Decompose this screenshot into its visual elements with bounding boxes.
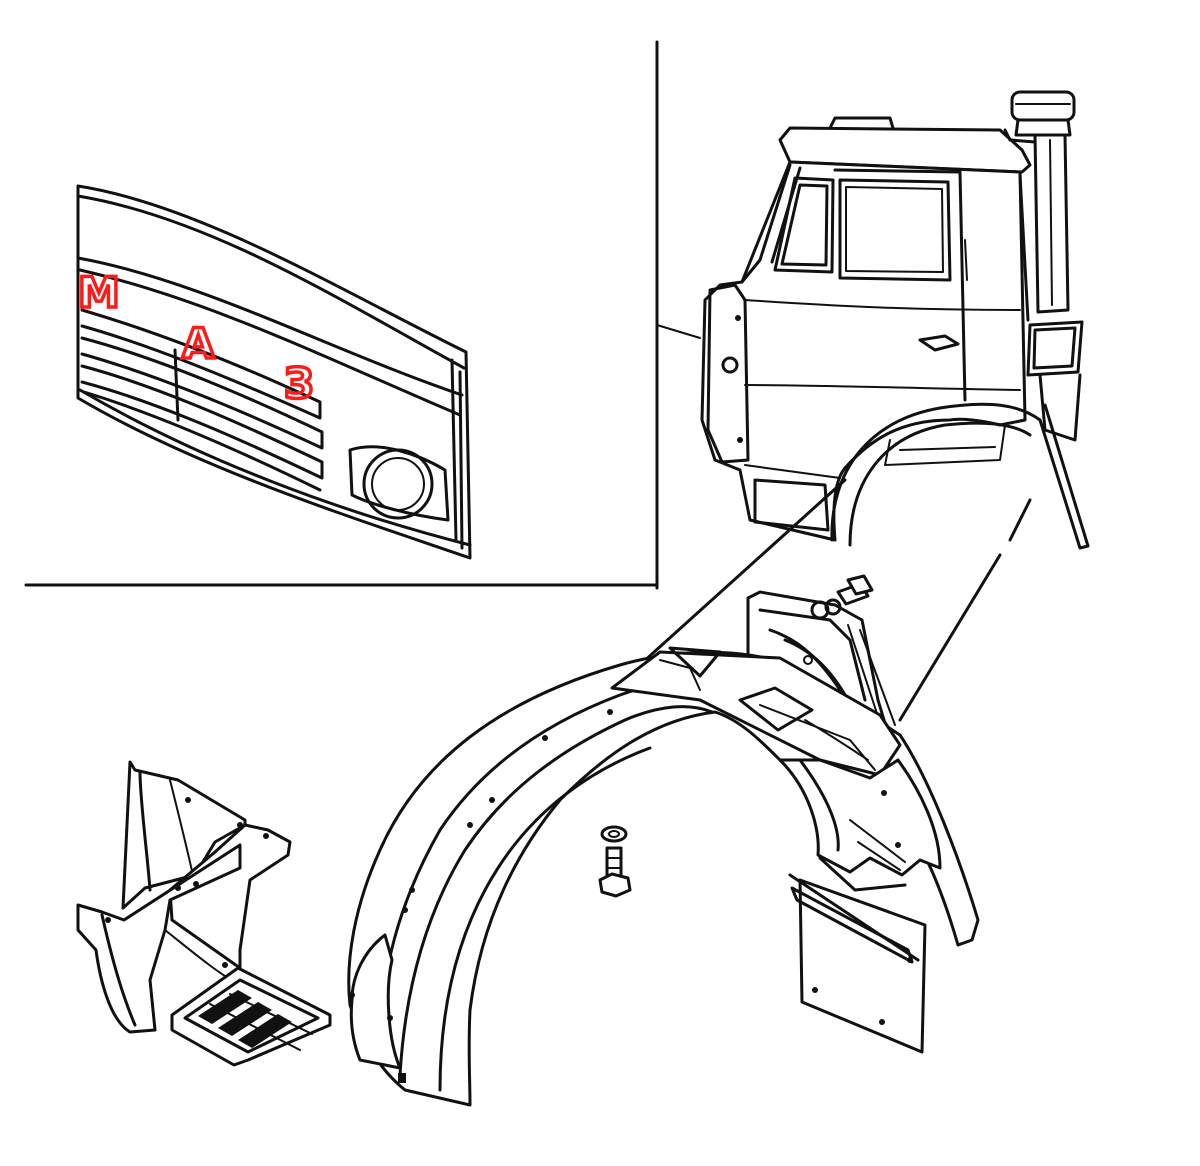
grille-letter-a: А bbox=[182, 319, 215, 368]
air-intake-pipe bbox=[1003, 90, 1076, 314]
grille-letter-z: З bbox=[284, 359, 314, 408]
bolt-and-washer bbox=[836, 574, 874, 606]
mud-flap bbox=[788, 873, 927, 1054]
front-grille-panel: М А З bbox=[76, 184, 472, 560]
fog-lamp bbox=[348, 445, 450, 522]
grille-letter-m: М bbox=[78, 268, 120, 317]
truck-cab bbox=[700, 90, 1090, 550]
step-tread bbox=[170, 966, 332, 1067]
inset-frame bbox=[24, 40, 701, 590]
rear-wheel-fender bbox=[347, 646, 980, 1107]
explode-lines bbox=[610, 478, 1032, 722]
bolt-and-washer bbox=[598, 825, 632, 898]
boarding-step-bracket bbox=[76, 760, 332, 1067]
